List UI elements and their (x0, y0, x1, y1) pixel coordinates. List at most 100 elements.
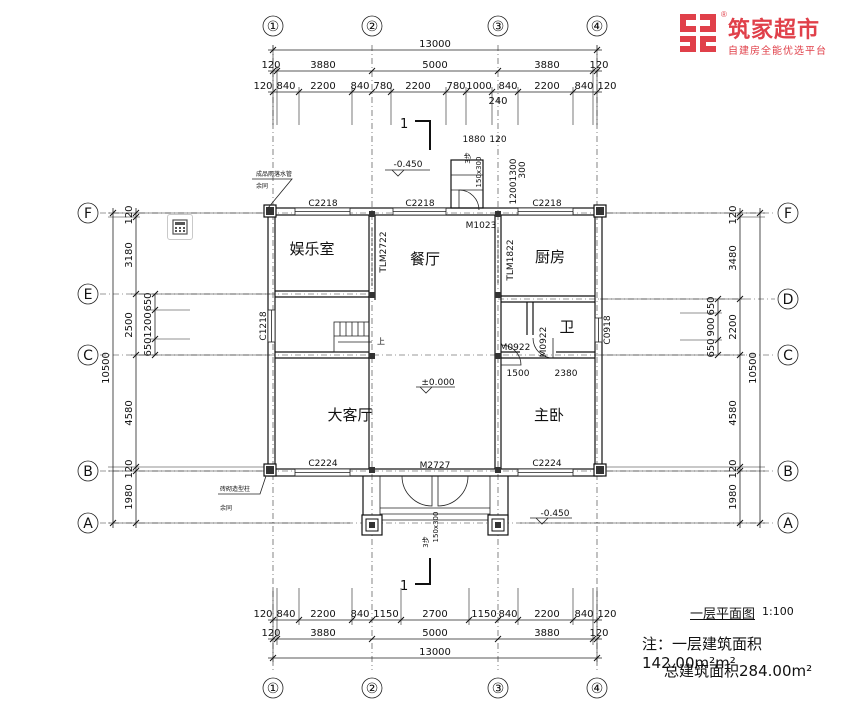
axis-label: B (783, 464, 793, 480)
section-label: 1 (400, 579, 408, 594)
opening-label: M2727 (420, 461, 451, 471)
dim-text: 120 (597, 81, 616, 92)
total-area-note: 总建筑面积284.00m² (664, 662, 813, 680)
dim-text: 2200 (534, 81, 559, 92)
steps-label: 3步 (464, 152, 472, 163)
opening-label: TLM2722 (379, 231, 389, 273)
dim-text: 1000 (466, 81, 491, 92)
axis-label: F (784, 206, 792, 222)
room-label: 卫 (559, 318, 574, 336)
dim-text: 2700 (422, 609, 447, 620)
dim-text: 2200 (310, 81, 335, 92)
bottom-dimension-lines: 120 840 2200 840 1150 2700 1150 840 2200… (253, 588, 617, 665)
opening-label: M0922 (500, 343, 531, 353)
dim-text: 840 (350, 609, 369, 620)
axis-label: ③ (492, 681, 505, 697)
leaders (218, 178, 293, 495)
dim-text: 13000 (419, 647, 451, 658)
axis-label: ④ (591, 681, 604, 697)
dim-text: 840 (276, 609, 295, 620)
axis-label: F (84, 206, 92, 222)
axis-label: B (83, 464, 93, 480)
level-labels: -0.450 ±0.000 -0.450 (393, 160, 569, 519)
dim-text: 10500 (748, 352, 759, 384)
brand-tagline: 自建房全能优选平台 (728, 46, 827, 57)
dim-text: 120 (124, 459, 135, 478)
dim-text: 2200 (310, 609, 335, 620)
dim-text: 120 (728, 459, 739, 478)
opening-label: C2218 (308, 199, 337, 209)
dim-text: 2380 (555, 369, 578, 379)
annotation-labels: 上 3步 150x300 3步 150x300 成品雨落水管 余同 砖砌造型柱 … (220, 152, 483, 547)
doors (371, 189, 554, 507)
dim-text: 120 (261, 628, 280, 639)
dim-text: 120 (728, 205, 739, 224)
dim-text: 840 (574, 81, 593, 92)
top-dimension-lines: 13000 120 3880 5000 3880 120 120 840 220… (253, 39, 617, 125)
dim-text: 120 (253, 81, 272, 92)
axis-label: A (83, 516, 93, 532)
dim-text: 240 (488, 96, 507, 107)
axis-label: D (783, 292, 794, 308)
room-label: 餐厅 (410, 250, 440, 268)
right-axis-bubbles: F D C B A (777, 202, 799, 534)
pipe-note: 余同 (256, 182, 268, 190)
calculator-icon[interactable] (167, 214, 193, 240)
axis-label: E (84, 287, 93, 303)
windows (267, 207, 603, 477)
dim-text: 1200 (143, 312, 154, 337)
axis-label: C (783, 348, 793, 364)
brand-registered: ® (721, 10, 727, 19)
opening-label: C1218 (259, 311, 269, 340)
room-label: 娱乐室 (289, 240, 334, 258)
dim-text: 780 (373, 81, 392, 92)
dim-text: 780 (446, 81, 465, 92)
steps-label: 3步 (422, 536, 430, 547)
axis-label: ② (366, 681, 379, 697)
dim-text: 3880 (310, 628, 335, 639)
opening-label: C2224 (308, 459, 337, 469)
dim-text: 1500 (507, 369, 530, 379)
column-note: 砖砌造型柱 (220, 485, 250, 493)
opening-label: M0922 (539, 327, 549, 358)
steps-dims-label: 150x300 (475, 157, 483, 188)
dim-text: 4580 (124, 400, 135, 425)
dim-text: 1300 (509, 158, 519, 181)
axis-label: C (83, 348, 93, 364)
dim-text: 1200 (509, 181, 519, 204)
dim-text: 840 (498, 609, 517, 620)
plan-scale: 1:100 (762, 605, 794, 618)
axis-label: ② (366, 19, 379, 35)
axis-label: A (783, 516, 793, 532)
brand-name: 筑家超市 (728, 18, 821, 43)
misc-dimension-labels: 1880 120 1200 300 1300 1500 2380 (463, 135, 578, 379)
dim-text: 1150 (373, 609, 398, 620)
dim-text: 5000 (422, 60, 447, 71)
dim-text: 120 (589, 628, 608, 639)
dim-text: 650 (706, 296, 717, 315)
dim-text: 120 (489, 135, 506, 145)
dim-text: 13000 (419, 39, 451, 50)
dim-text: 2500 (124, 312, 135, 337)
top-axis-bubbles: ① ② ③ ④ (262, 15, 608, 37)
dim-text: 2200 (405, 81, 430, 92)
dim-text: 300 (518, 161, 528, 178)
axis-label: ④ (591, 19, 604, 35)
opening-label: C0918 (603, 315, 613, 344)
dim-text: 1880 (463, 135, 486, 145)
bottom-axis-bubbles: ① ② ③ ④ (262, 677, 608, 699)
brand-watermark: ® 筑家超市 自建房全能优选平台 (676, 10, 836, 58)
dim-text: 10500 (101, 352, 112, 384)
section-label: 1 (400, 117, 408, 132)
dim-text: 2200 (534, 609, 559, 620)
room-labels: 娱乐室 餐厅 厨房 大客厅 主卧 卫 (289, 240, 574, 424)
dim-text: 3880 (534, 60, 559, 71)
level-markers (385, 169, 572, 525)
dim-text: 3480 (728, 245, 739, 270)
axis-label: ③ (492, 19, 505, 35)
plan-notes: 一层平面图 1:100 注：一层建筑面积142.00m²m² 总建筑面积284.… (640, 600, 840, 700)
room-label: 主卧 (534, 406, 564, 424)
dim-text: 650 (706, 338, 717, 357)
opening-label: C2224 (532, 459, 561, 469)
pipe-note: 成品雨落水管 (256, 170, 292, 178)
